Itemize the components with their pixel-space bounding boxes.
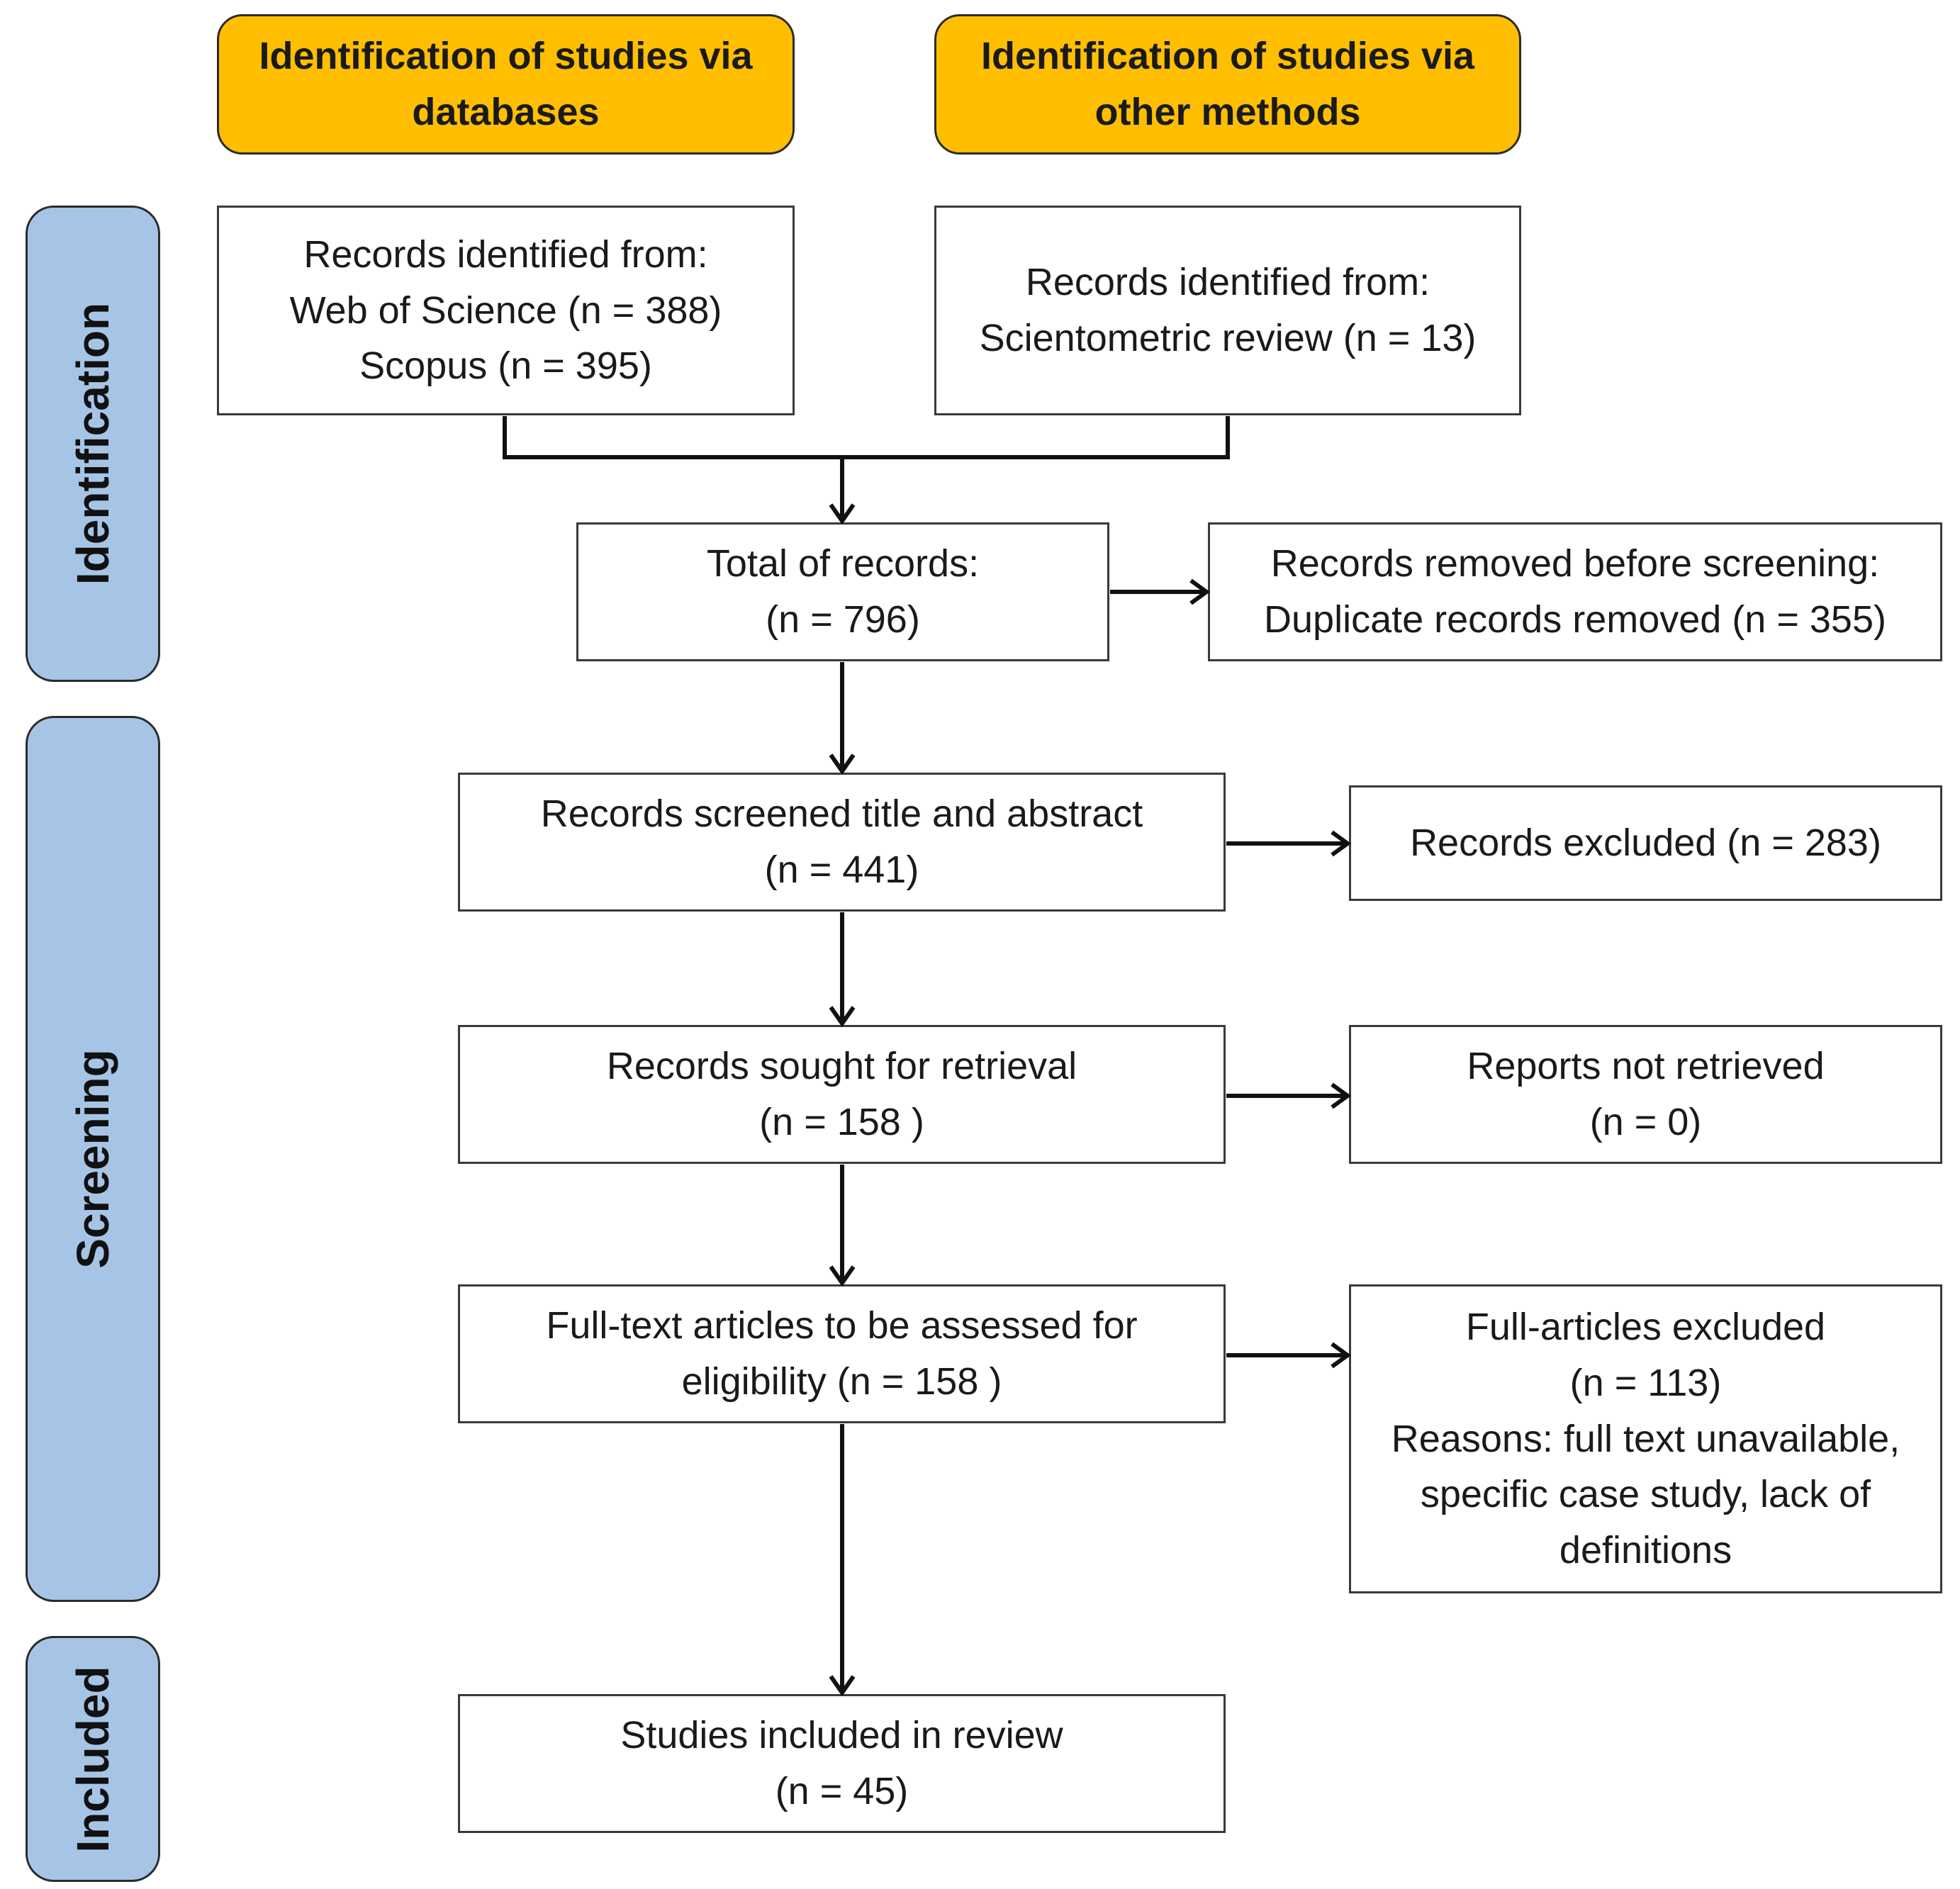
full-excluded-line-4: specific case study, lack of (1420, 1473, 1871, 1516)
box-screened: Records screened title and abstract (n =… (458, 773, 1226, 912)
phase-screening: Screening (26, 716, 160, 1602)
not-retrieved-line-2: (n = 0) (1589, 1101, 1702, 1143)
arrowhead-sought (829, 1006, 856, 1028)
header-other-line-2: other methods (1094, 91, 1361, 133)
full-excluded-line-5: definitions (1559, 1529, 1732, 1572)
phase-identification: Identification (26, 206, 160, 682)
full-text-line-2: eligibility (n = 158 ) (681, 1360, 1002, 1403)
total-records-line-1: Total of records: (706, 542, 980, 585)
records-databases-line-3: Scopus (n = 395) (359, 344, 652, 388)
header-databases-line-2: databases (412, 91, 600, 133)
total-records-line-2: (n = 796) (766, 598, 920, 641)
arrowhead-excluded (1331, 830, 1352, 857)
box-not-retrieved: Reports not retrieved (n = 0) (1349, 1025, 1942, 1164)
records-other-line-2: Scientometric review (n = 13) (979, 317, 1477, 359)
box-included: Studies included in review (n = 45) (458, 1694, 1226, 1833)
arrowhead-removed (1189, 578, 1211, 605)
screened-line-2: (n = 441) (764, 848, 919, 891)
header-databases: Identification of studies via databases (217, 14, 795, 155)
screened-line-1: Records screened title and abstract (540, 792, 1143, 836)
full-excluded-line-1: Full-articles excluded (1465, 1305, 1826, 1348)
phase-included: Included (26, 1636, 160, 1882)
box-excluded: Records excluded (n = 283) (1349, 785, 1942, 901)
records-other-line-1: Records identified from: (1025, 261, 1430, 304)
merge-connector (503, 416, 1230, 459)
box-full-excluded: Full-articles excluded (n = 113) Reasons… (1349, 1284, 1942, 1593)
box-total-records: Total of records: (n = 796) (576, 522, 1109, 661)
records-databases-line-2: Web of Science (n = 388) (289, 288, 722, 332)
arrowhead-full-excluded (1331, 1342, 1352, 1369)
full-excluded-line-2: (n = 113) (1569, 1361, 1722, 1404)
arrowhead-screened (829, 753, 856, 775)
included-line-2: (n = 45) (775, 1770, 909, 1812)
arrowhead-included (829, 1675, 856, 1697)
arrowhead-full-text (829, 1265, 856, 1287)
records-databases-line-1: Records identified from: (303, 232, 708, 276)
removed-line-1: Records removed before screening: (1270, 542, 1880, 585)
sought-line-1: Records sought for retrieval (606, 1045, 1077, 1088)
arrowhead-total (829, 503, 856, 525)
not-retrieved-line-1: Reports not retrieved (1467, 1045, 1825, 1088)
full-text-line-1: Full-text articles to be assessed for (546, 1304, 1138, 1347)
box-removed-before-screening: Records removed before screening: Duplic… (1208, 522, 1942, 661)
arrowhead-not-retrieved (1331, 1082, 1352, 1109)
header-databases-line-1: Identification of studies via (259, 35, 753, 78)
full-excluded-line-3: Reasons: full text unavailable, (1391, 1417, 1900, 1460)
removed-line-2: Duplicate records removed (n = 355) (1264, 598, 1886, 641)
header-other-methods: Identification of studies via other meth… (934, 14, 1521, 155)
box-records-other: Records identified from: Scientometric r… (934, 206, 1521, 415)
sought-line-2: (n = 158 ) (759, 1101, 924, 1143)
excluded-line-1: Records excluded (n = 283) (1410, 822, 1881, 865)
box-sought-retrieval: Records sought for retrieval (n = 158 ) (458, 1025, 1226, 1164)
box-records-databases: Records identified from: Web of Science … (217, 206, 795, 415)
included-line-1: Studies included in review (620, 1714, 1063, 1757)
header-other-line-1: Identification of studies via (980, 35, 1475, 78)
